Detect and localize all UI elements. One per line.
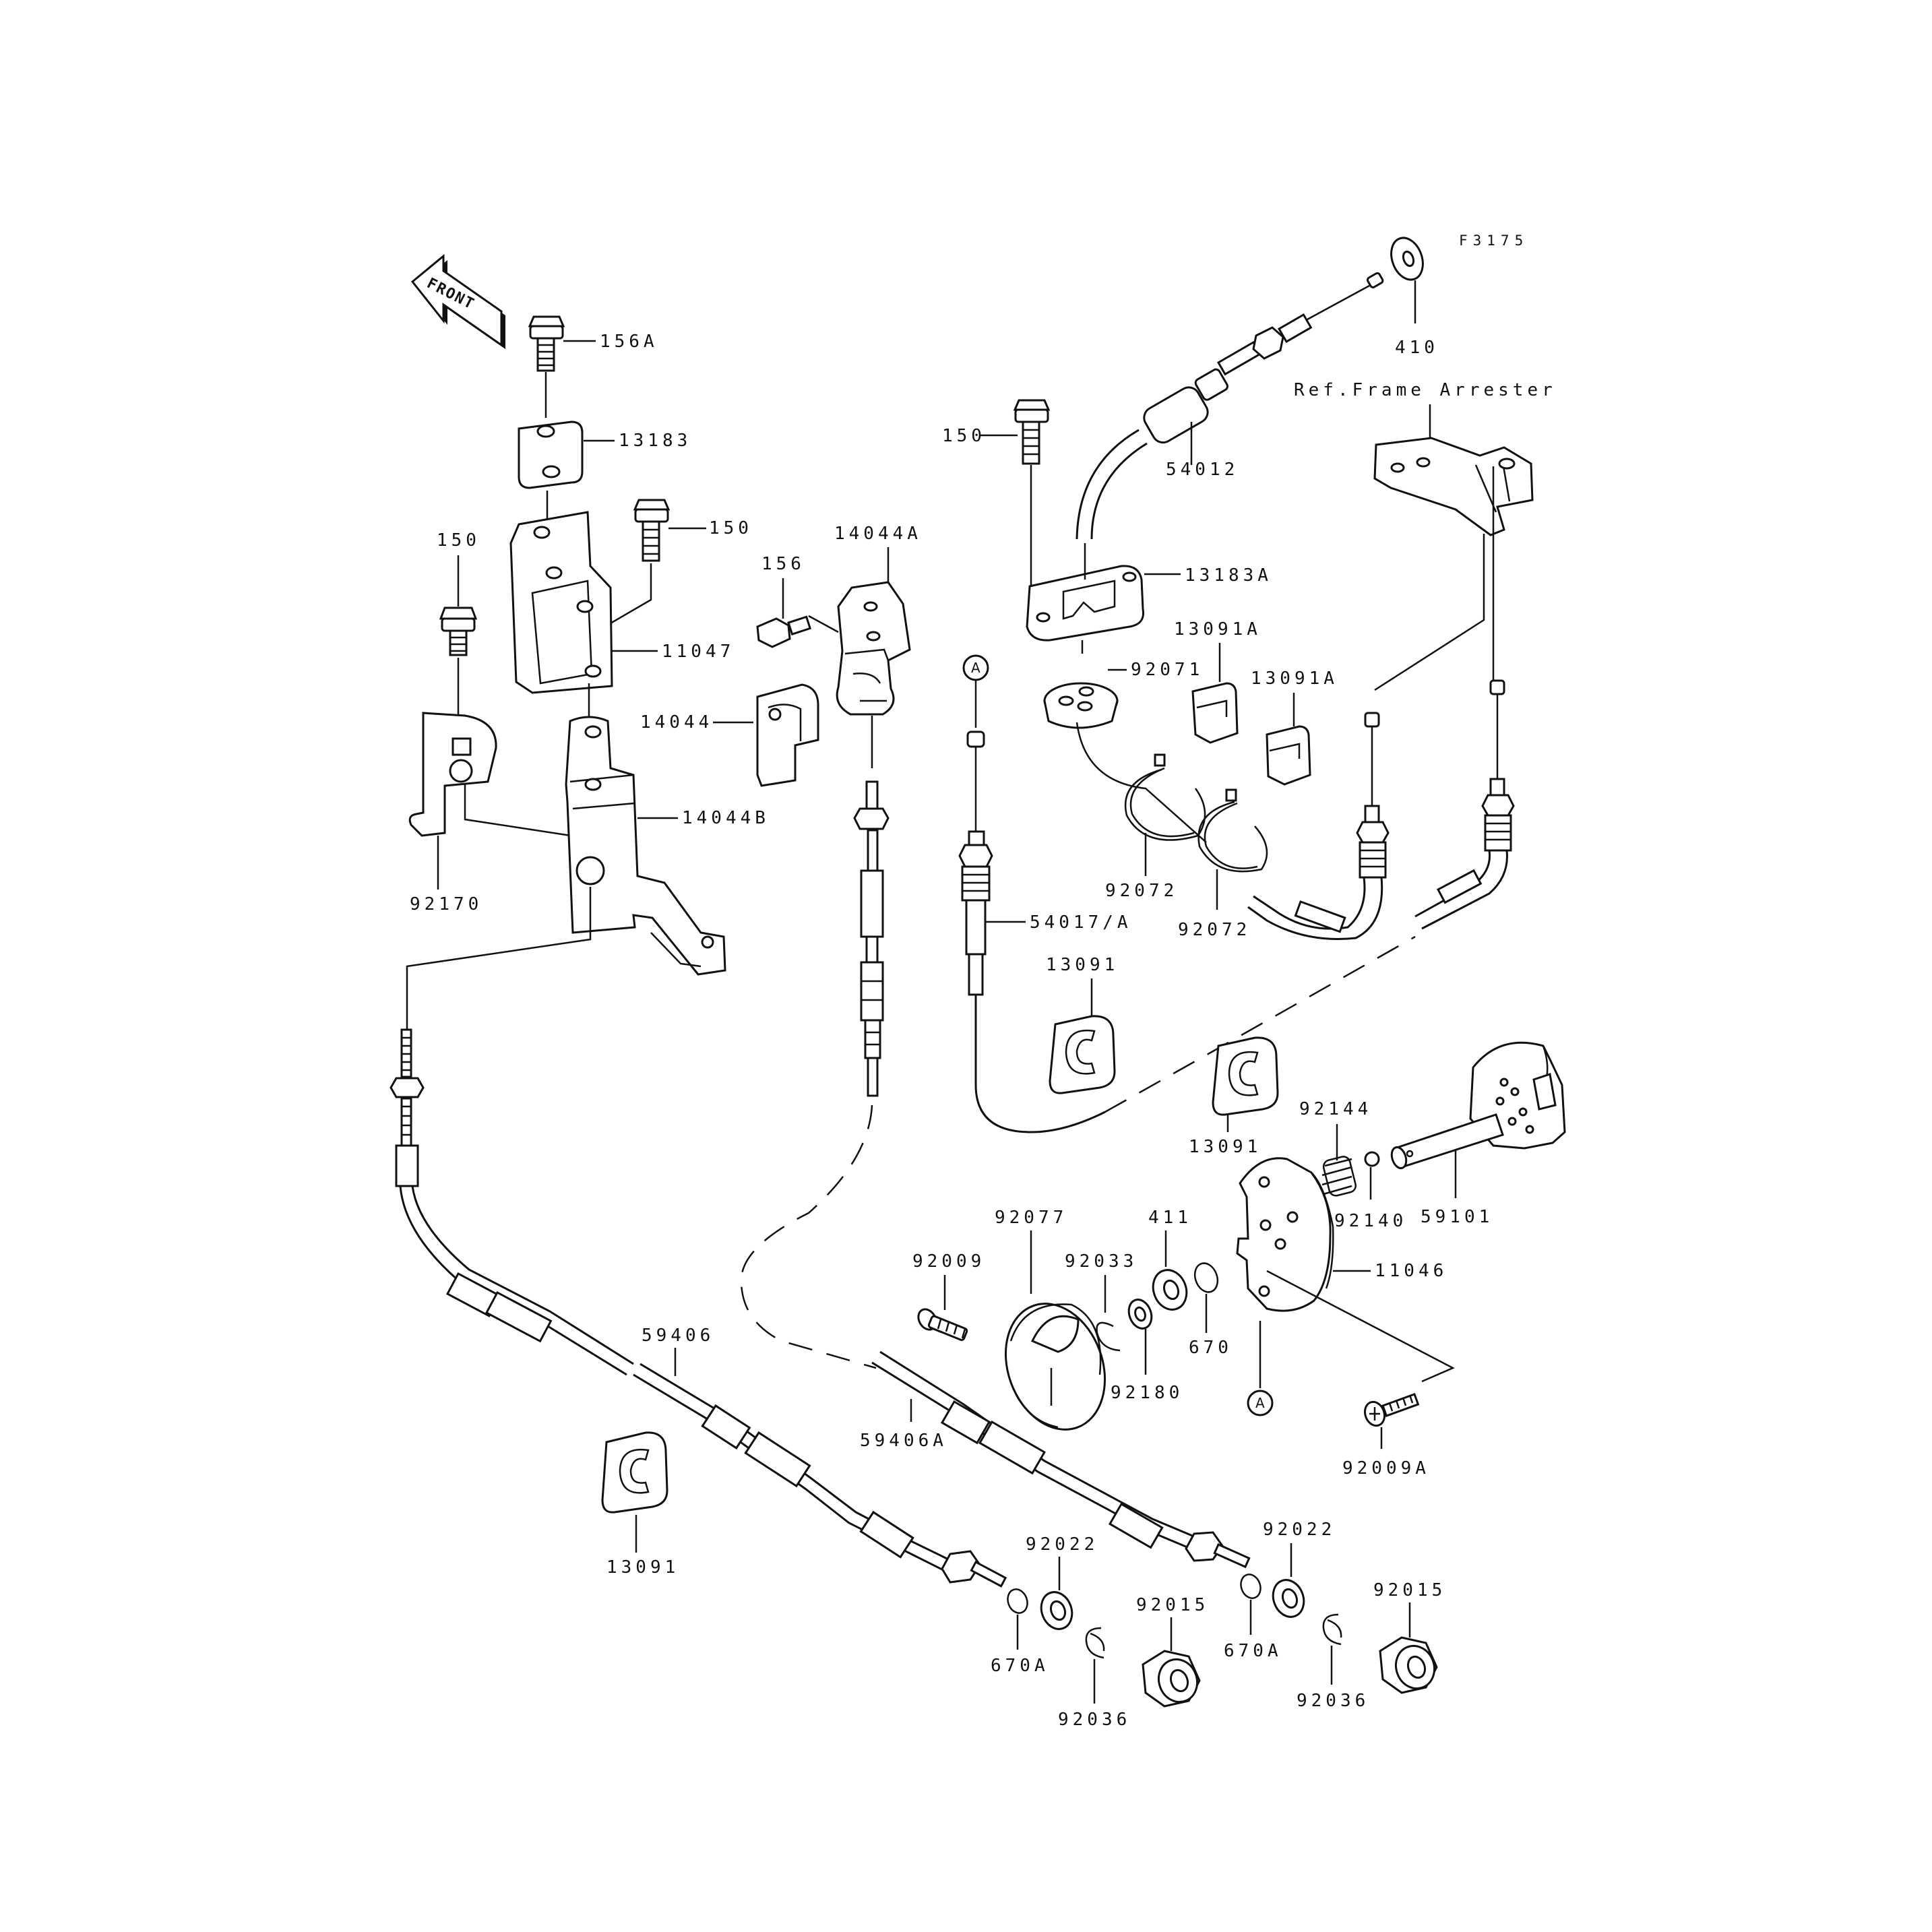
ref-marker-A-bottom: [1247, 1390, 1274, 1416]
ref-marker-A-top-label: A: [971, 660, 980, 676]
label-92015-left: 92015: [1136, 1595, 1209, 1615]
grommet-92071-icon: [1043, 682, 1119, 729]
choke-cable-59406A-lower-icon: [871, 1350, 1251, 1569]
washer-92022-left-icon: [1040, 1591, 1073, 1630]
label-92022-right: 92022: [1263, 1520, 1336, 1540]
label-150-left: 150: [437, 530, 480, 551]
label-14044A: 14044A: [834, 524, 922, 544]
label-92036-left: 92036: [1058, 1710, 1131, 1730]
bolt-150-center-icon: [1013, 399, 1051, 465]
washer-410-icon: [1390, 237, 1424, 281]
plate-13183-icon: [518, 420, 584, 489]
label-92144: 92144: [1299, 1099, 1372, 1119]
label-13183A: 13183A: [1185, 565, 1272, 586]
spring-92144-icon: [1321, 1156, 1357, 1197]
front-arrow-icon: FRONT: [410, 253, 505, 349]
bolt-150-left-icon: [439, 606, 478, 656]
frame-arrester-bracket-icon: [1373, 437, 1534, 536]
bolt-150-icon: [633, 499, 671, 562]
label-670A-right: 670A: [1224, 1641, 1282, 1661]
label-13091A-right: 13091A: [1251, 668, 1338, 689]
label-11047: 11047: [662, 642, 735, 662]
label-150-right: 150: [709, 518, 753, 538]
label-54017A: 54017/A: [1030, 912, 1132, 933]
reference-note: Ref.Frame Arrester: [1294, 380, 1557, 400]
label-92015-right: 92015: [1373, 1580, 1446, 1600]
label-92071: 92071: [1131, 660, 1204, 680]
label-13091-middle: 13091: [1046, 955, 1119, 975]
grommet-13091-right-icon: [1212, 1036, 1279, 1116]
plate-11046-icon: [1236, 1157, 1334, 1312]
screw-156-icon: [756, 615, 812, 648]
label-54012: 54012: [1166, 460, 1239, 480]
label-156A: 156A: [600, 332, 658, 352]
cable-right-pair-icon: [1247, 679, 1515, 940]
label-14044B: 14044B: [682, 808, 770, 828]
cap-13091A-left-icon: [1191, 682, 1239, 744]
plate-13183A-icon: [1026, 565, 1145, 642]
throttle-cable-59406-icon: [389, 1028, 1007, 1588]
label-411: 411: [1148, 1208, 1192, 1228]
label-59406: 59406: [642, 1326, 714, 1346]
label-59406A: 59406A: [860, 1431, 947, 1451]
label-92022-left: 92022: [1026, 1534, 1098, 1555]
grommet-13091-middle-icon: [1049, 1015, 1116, 1094]
lever-shaft-59101-icon: [1390, 1041, 1566, 1170]
label-410: 410: [1395, 338, 1439, 358]
nut-92015-right-icon: [1379, 1636, 1438, 1694]
label-13091-right: 13091: [1189, 1137, 1261, 1157]
screw-92009-icon: [917, 1308, 968, 1341]
washer-411-icon: [1152, 1269, 1188, 1311]
washer-92022-right-icon: [1272, 1579, 1305, 1618]
o-ring-670A-right-icon: [1240, 1573, 1261, 1599]
label-13183: 13183: [619, 431, 691, 451]
label-14044: 14044: [640, 712, 713, 733]
label-670: 670: [1189, 1338, 1233, 1358]
washer-92180-icon: [1127, 1299, 1153, 1330]
label-92140: 92140: [1334, 1211, 1407, 1231]
ref-marker-A-bottom-label: A: [1255, 1395, 1265, 1411]
ref-marker-A-top: [962, 654, 989, 681]
bracket-11047-icon: [509, 511, 613, 694]
bolt-156A-icon: [528, 315, 565, 372]
clamp-92072-right-icon: [1197, 788, 1268, 873]
label-92009: 92009: [912, 1251, 985, 1272]
label-92072-left: 92072: [1105, 881, 1178, 901]
nut-92015-left-icon: [1142, 1650, 1201, 1708]
o-ring-670-icon: [1193, 1262, 1219, 1293]
label-92077: 92077: [995, 1208, 1067, 1228]
cap-13091A-right-icon: [1266, 725, 1311, 786]
label-92033: 92033: [1065, 1251, 1138, 1272]
label-11046: 11046: [1375, 1261, 1447, 1281]
choke-cable-59406A-icon: [853, 780, 890, 1097]
bracket-14044B-icon: [565, 716, 726, 976]
label-92009A: 92009A: [1342, 1458, 1430, 1478]
cable-54012-icon: [1076, 272, 1384, 540]
clip-14044-icon: [756, 683, 819, 787]
label-670A-left: 670A: [991, 1656, 1049, 1676]
label-92072-right: 92072: [1178, 920, 1251, 940]
lock-washer-92036-right-icon: [1322, 1613, 1342, 1646]
label-59101: 59101: [1421, 1207, 1493, 1227]
knob-92077-icon: [1004, 1303, 1107, 1431]
label-150-center: 150: [942, 426, 986, 446]
label-92036-right: 92036: [1297, 1691, 1369, 1711]
screw-92009A-icon: [1363, 1392, 1420, 1427]
bracket-92170-icon: [408, 712, 497, 837]
figure-code: F3175: [1459, 232, 1528, 249]
ball-92140-icon: [1364, 1151, 1380, 1167]
label-13091-bottom-left: 13091: [606, 1557, 679, 1578]
o-ring-670A-left-icon: [1007, 1588, 1028, 1614]
clamp-92072-left-icon: [1124, 753, 1206, 841]
label-13091A-left: 13091A: [1174, 619, 1261, 640]
cable-54017A-icon: [958, 730, 1106, 1133]
lock-washer-92036-left-icon: [1085, 1627, 1105, 1659]
label-156: 156: [761, 554, 805, 574]
label-92180: 92180: [1111, 1383, 1183, 1403]
label-92170: 92170: [410, 894, 482, 914]
grommet-13091-bottom-icon: [601, 1431, 668, 1514]
bracket-14044A-icon: [836, 581, 911, 716]
